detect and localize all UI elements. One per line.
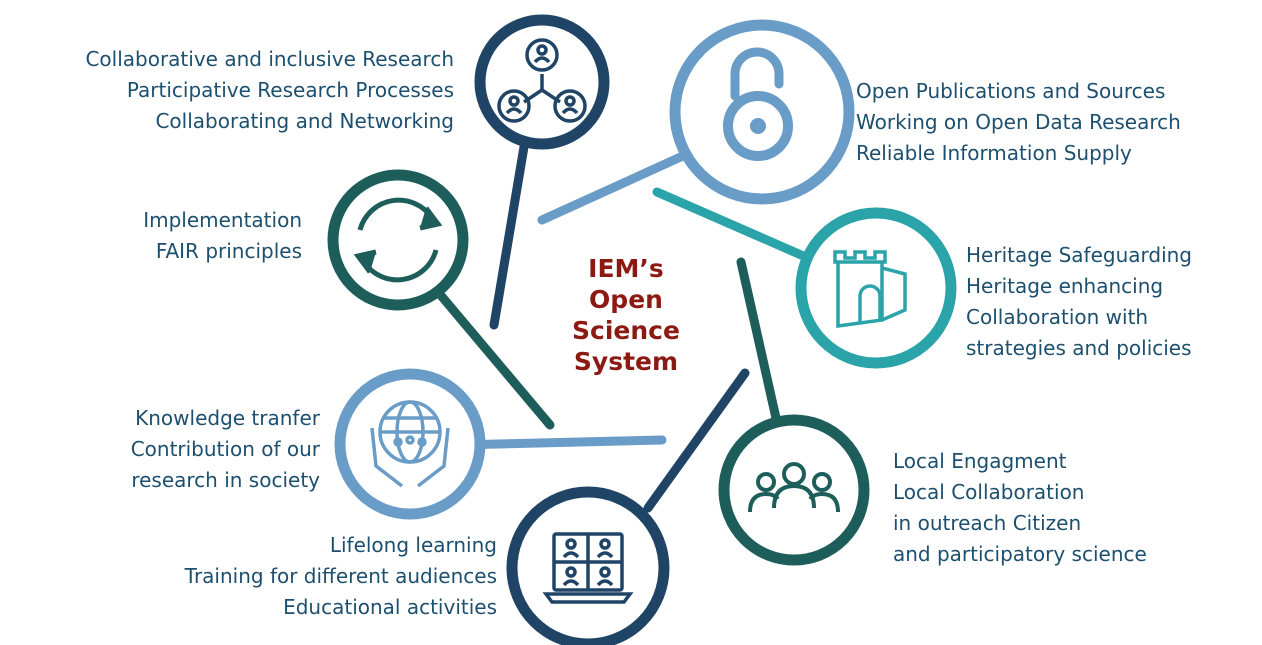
hands-globe-icon xyxy=(370,400,450,488)
label-line: Educational activities xyxy=(283,595,497,619)
label-line: in outreach Citizen xyxy=(893,511,1082,535)
center-title-line: Open xyxy=(589,285,663,314)
label-fair: Implementation FAIR principles xyxy=(143,205,302,267)
stem-open-publications xyxy=(537,150,690,225)
stem-knowledge xyxy=(450,435,667,450)
center-title-line: System xyxy=(573,347,679,376)
circle-fair xyxy=(327,169,469,311)
label-line: research in society xyxy=(131,468,320,492)
label-line: Contribution of our xyxy=(130,437,320,461)
label-knowledge: Knowledge tranfer Contribution of our re… xyxy=(131,403,320,496)
stem-local xyxy=(736,257,783,432)
open-access-icon xyxy=(723,47,793,161)
stem-collaboration xyxy=(489,130,531,330)
label-line: Open Publications and Sources xyxy=(856,79,1166,103)
center-title-line: IEM’s xyxy=(588,254,664,283)
stem-fair xyxy=(433,287,555,430)
group-icon xyxy=(748,462,840,513)
label-line: Collaborating and Networking xyxy=(155,109,454,133)
label-open-publications: Open Publications and Sources Working on… xyxy=(856,76,1181,169)
center-title: IEM’s Open Science System xyxy=(548,253,704,377)
people-network-icon xyxy=(497,38,587,123)
label-collaboration: Collaborative and inclusive Research Par… xyxy=(85,44,454,137)
center-title-line: Science xyxy=(572,316,680,345)
castle-icon xyxy=(833,250,907,329)
label-line: Local Engagment xyxy=(893,449,1067,473)
label-local: Local Engagment Local Collaboration in o… xyxy=(893,446,1147,570)
circle-local xyxy=(718,414,870,566)
label-line: Participative Research Processes xyxy=(126,78,454,102)
label-line: Working on Open Data Research xyxy=(856,110,1181,134)
label-line: strategies and policies xyxy=(966,336,1192,360)
label-line: Heritage Safeguarding xyxy=(966,243,1192,267)
label-heritage: Heritage Safeguarding Heritage enhancing… xyxy=(966,240,1192,364)
label-line: Heritage enhancing xyxy=(966,274,1164,298)
label-line: FAIR principles xyxy=(155,239,302,263)
label-line: Lifelong learning xyxy=(329,533,497,557)
label-line: Training for different audiences xyxy=(184,564,497,588)
circle-open-publications xyxy=(669,19,855,205)
stem-lifelong xyxy=(643,368,750,513)
video-conference-icon xyxy=(542,532,634,604)
label-line: Knowledge tranfer xyxy=(135,406,320,430)
label-line: Collaborative and inclusive Research xyxy=(85,47,454,71)
label-lifelong: Lifelong learning Training for different… xyxy=(185,530,497,623)
label-line: Reliable Information Supply xyxy=(856,141,1132,165)
cycle-arrows-icon xyxy=(353,197,443,283)
label-line: Local Collaboration xyxy=(893,480,1085,504)
stem-heritage xyxy=(652,187,813,263)
label-line: Collaboration with xyxy=(966,305,1149,329)
label-line: and participatory science xyxy=(893,542,1147,566)
label-line: Implementation xyxy=(143,208,302,232)
